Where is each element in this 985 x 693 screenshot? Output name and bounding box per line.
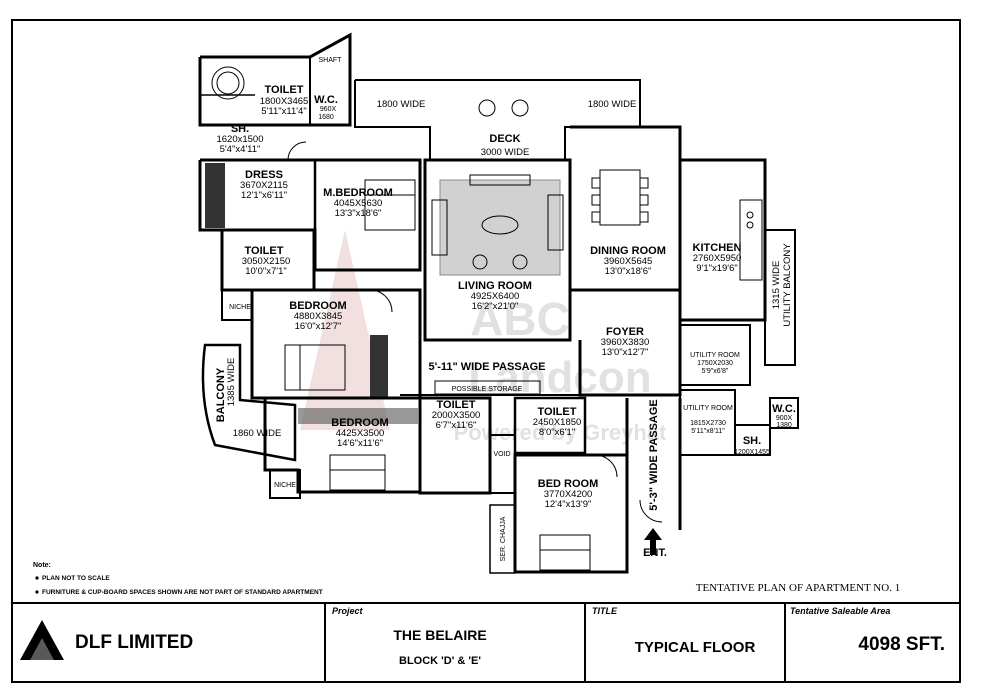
- bedroom-1-dim2: 16'0"x12'7": [295, 321, 342, 332]
- niche-1-label: NICHE: [229, 304, 251, 311]
- wc-servant-dim2: 1380: [776, 422, 792, 429]
- kitchen-dim1: 2760X5950: [693, 253, 742, 264]
- bedroom-2-label: BEDROOM: [331, 417, 388, 429]
- storage-label: POSSIBLE STORAGE: [452, 386, 523, 393]
- utility-balcony-width: 1315 WIDE: [771, 261, 782, 310]
- title-block: DLF LIMITED Project THE BELAIRE BLOCK 'D…: [20, 603, 945, 682]
- bed-room-3-dim1: 3770X4200: [544, 489, 593, 500]
- watermark-line1: ABC: [470, 293, 570, 345]
- passage-2-label: 5'-3" WIDE PASSAGE: [648, 399, 660, 511]
- sh-master-dim2: 5'4"x4'11": [220, 144, 261, 155]
- ser-chajja-label: SER. CHAJJA: [500, 516, 507, 561]
- utility-room-1-dim1: 1750X2030: [697, 360, 733, 367]
- utility-room-1-dim2: 5'9"x6'8": [702, 368, 729, 375]
- m-bedroom-label: M.BEDROOM: [323, 187, 393, 199]
- shaft-label: SHAFT: [319, 57, 343, 64]
- bedroom-2-dim2: 14'6"x11'6": [337, 438, 383, 449]
- void-label: VOID: [493, 451, 510, 458]
- note-2: FURNITURE & CUP-BOARD SPACES SHOWN ARE N…: [42, 589, 323, 596]
- entrance-arrow-icon: [644, 528, 662, 555]
- foyer-dim1: 3960X3830: [601, 337, 650, 348]
- sh-servant-label: SH.: [743, 435, 761, 447]
- dining-room-label: DINING ROOM: [590, 245, 666, 257]
- utility-room-1-label: UTILITY ROOM: [690, 352, 740, 359]
- foyer-dim2: 13'0"x12'7": [602, 347, 649, 358]
- toilet-3-dim2: 6'7"x11'6": [436, 420, 477, 431]
- company-name: DLF LIMITED: [75, 632, 193, 653]
- toilet-3-dim1: 2000X3500: [432, 410, 481, 421]
- balcony-label: BALCONY: [215, 367, 227, 422]
- wc-master-dim1: 960X: [320, 106, 337, 113]
- notes-heading: Note:: [33, 562, 51, 569]
- toilet-4-dim1: 2450X1850: [533, 417, 582, 428]
- sheet-border: [11, 19, 961, 683]
- sh-servant-dim: 1200X1455: [734, 449, 770, 456]
- living-room-label: LIVING ROOM: [458, 280, 532, 292]
- kitchen-label: KITCHEN: [693, 242, 742, 254]
- m-bedroom-dim2: 13'3"x18'6": [335, 208, 382, 219]
- niche-2-label: NICHE: [274, 482, 296, 489]
- dlf-logo-icon: [20, 620, 64, 660]
- area-label: Tentative Saleable Area: [790, 606, 890, 616]
- wc-servant-label: W.C.: [772, 403, 796, 415]
- sh-master-label: SH.: [231, 123, 249, 135]
- bedroom-2-dim1: 4425X3500: [336, 428, 385, 439]
- note-1: PLAN NOT TO SCALE: [42, 575, 110, 582]
- toilet-master-dim1: 1800X3465: [260, 96, 309, 107]
- deck-right-width: 1800 WIDE: [588, 99, 637, 110]
- dress-label: DRESS: [245, 169, 283, 181]
- project-block: BLOCK 'D' & 'E': [399, 655, 481, 667]
- walls: [198, 32, 799, 574]
- balcony-bottom-width: 1860 WIDE: [233, 428, 282, 439]
- toilet-4-label: TOILET: [538, 406, 577, 418]
- balcony-width: 1385 WIDE: [226, 358, 237, 407]
- title-label: TITLE: [592, 606, 618, 616]
- deck-label: DECK: [489, 133, 520, 145]
- entrance-label: ENT.: [643, 547, 667, 559]
- toilet-2-dim2: 10'0"x7'1": [245, 266, 287, 277]
- utility-room-2-dim1: 1815X2730: [690, 420, 726, 427]
- m-bedroom-dim1: 4045X5630: [334, 198, 383, 209]
- bed-room-3-dim2: 12'4"x13'9": [545, 499, 592, 510]
- area-value: 4098 SFT.: [858, 634, 945, 655]
- room-labels: TOILET 1800X3465 5'11"x11'4" SHAFT W.C. …: [215, 57, 796, 561]
- sh-master-dim1: 1620x1500: [216, 134, 263, 145]
- toilet-4-dim2: 8'0"x6'1": [539, 427, 575, 438]
- toilet-2-label: TOILET: [245, 245, 284, 257]
- project-name: THE BELAIRE: [393, 627, 486, 643]
- toilet-master-dim2: 5'11"x11'4": [261, 106, 306, 117]
- dining-room-dim1: 3960X5645: [604, 256, 653, 267]
- dress-dim1: 3670X2115: [240, 180, 288, 191]
- deck-dim: 3000 WIDE: [481, 147, 530, 158]
- passage-label: 5'-11" WIDE PASSAGE: [428, 361, 545, 373]
- foyer-label: FOYER: [606, 326, 644, 338]
- furniture: [211, 66, 763, 571]
- bedroom-1-dim1: 4880X3845: [294, 311, 343, 322]
- toilet-3-label: TOILET: [437, 399, 476, 411]
- utility-balcony-label: UTILITY BALCONY: [782, 243, 793, 327]
- dress-dim2: 12'1"x6'11": [241, 190, 287, 201]
- living-room-dim1: 4925X6400: [471, 291, 520, 302]
- title-value: TYPICAL FLOOR: [635, 639, 756, 656]
- kitchen-dim2: 9'1"x19'6": [696, 263, 738, 274]
- toilet-master-label: TOILET: [265, 84, 304, 96]
- bed-room-3-label: BED ROOM: [538, 478, 599, 490]
- bedroom-1-label: BEDROOM: [289, 300, 346, 312]
- dining-room-dim2: 13'0"x18'6": [605, 266, 652, 277]
- utility-room-2-dim2: 5'11"x8'11": [691, 428, 725, 435]
- wc-master-label: W.C.: [314, 94, 338, 106]
- project-label: Project: [332, 606, 364, 616]
- wc-master-dim2: 1680: [318, 114, 334, 121]
- storage-box: [434, 380, 541, 395]
- utility-room-2-label: UTILITY ROOM: [683, 405, 733, 412]
- deck-left-width: 1800 WIDE: [377, 99, 426, 110]
- plan-caption: TENTATIVE PLAN OF APARTMENT NO. 1: [696, 582, 900, 594]
- wc-servant-dim1: 900X: [776, 415, 793, 422]
- living-room-dim2: 16'2"x21'0": [472, 301, 519, 312]
- notes: Note: PLAN NOT TO SCALE FURNITURE & CUP-…: [33, 562, 323, 596]
- toilet-2-dim1: 3050X2150: [242, 256, 291, 267]
